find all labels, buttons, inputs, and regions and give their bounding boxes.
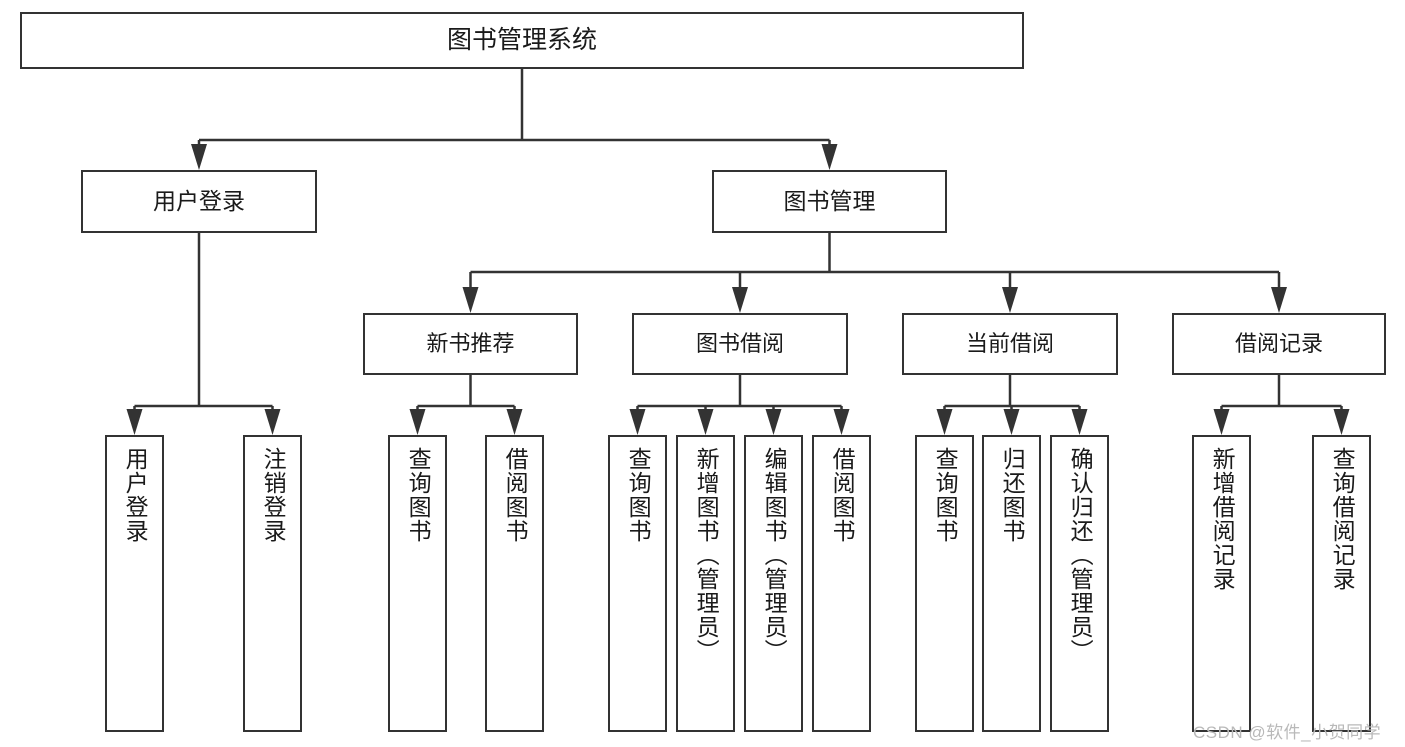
node-l-return-book[interactable]: 归还图书 bbox=[982, 435, 1041, 732]
node-label: 图书管理 bbox=[783, 187, 876, 214]
arrowhead-icon-l_add_book bbox=[697, 409, 714, 435]
arrowhead-icon-n_borrow_record bbox=[1271, 287, 1287, 313]
node-label: 查询借阅记录 bbox=[1329, 447, 1356, 591]
arrowhead-icon-l_add_record bbox=[1213, 409, 1230, 435]
arrowhead-icon-n_book_borrow bbox=[732, 287, 748, 313]
arrowhead-icon-l_confirm_return bbox=[1071, 409, 1088, 435]
arrowhead-icon-l_query_book_3 bbox=[936, 409, 953, 435]
arrowhead-icon-l_return_book bbox=[1003, 409, 1020, 435]
node-label: 借阅记录 bbox=[1234, 331, 1323, 357]
node-label: 注销登录 bbox=[260, 447, 287, 543]
node-label: 查询图书 bbox=[625, 447, 652, 543]
node-label: 图书借阅 bbox=[695, 331, 784, 357]
node-label: 图书管理系统 bbox=[446, 25, 597, 54]
arrowhead-icon-n_current_borrow bbox=[1002, 287, 1018, 313]
node-label: 当前借阅 bbox=[965, 331, 1054, 357]
node-root[interactable]: 图书管理系统 bbox=[20, 12, 1024, 69]
node-n-book-borrow[interactable]: 图书借阅 bbox=[632, 313, 848, 375]
node-l-add-record[interactable]: 新增借阅记录 bbox=[1192, 435, 1251, 732]
arrowhead-icon-n_book_mgmt bbox=[821, 144, 838, 170]
node-l-edit-book[interactable]: 编辑图书（管理员） bbox=[744, 435, 803, 732]
node-label: 借阅图书 bbox=[502, 447, 529, 543]
node-label: 用户登录 bbox=[122, 447, 149, 543]
node-l-query-book-3[interactable]: 查询图书 bbox=[915, 435, 974, 732]
node-label: 归还图书 bbox=[999, 447, 1026, 543]
arrowhead-icon-l_borrow_book_1 bbox=[506, 409, 523, 435]
node-label: 新增图书（管理员） bbox=[693, 447, 720, 663]
arrowhead-icon-l_logout bbox=[264, 409, 281, 435]
arrowhead-icon-n_new_book_rec bbox=[462, 287, 479, 313]
node-n-current-borrow[interactable]: 当前借阅 bbox=[902, 313, 1118, 375]
node-n-borrow-record[interactable]: 借阅记录 bbox=[1172, 313, 1386, 375]
node-label: 借阅图书 bbox=[829, 447, 856, 543]
arrowhead-icon-l_query_record bbox=[1333, 409, 1350, 435]
node-l-query-book-2[interactable]: 查询图书 bbox=[608, 435, 667, 732]
node-l-logout[interactable]: 注销登录 bbox=[243, 435, 302, 732]
node-label: 新书推荐 bbox=[426, 331, 515, 357]
node-label: 编辑图书（管理员） bbox=[761, 447, 788, 663]
arrowhead-icon-l_edit_book bbox=[765, 409, 782, 435]
node-l-user-login[interactable]: 用户登录 bbox=[105, 435, 164, 732]
arrowhead-icon-l_query_book_1 bbox=[409, 409, 426, 435]
arrowhead-icon-l_query_book_2 bbox=[629, 409, 646, 435]
node-n-user-login[interactable]: 用户登录 bbox=[81, 170, 317, 233]
node-l-borrow-book-1[interactable]: 借阅图书 bbox=[485, 435, 544, 732]
node-l-query-record[interactable]: 查询借阅记录 bbox=[1312, 435, 1371, 732]
csdn-watermark: CSDN @软件_小贺同学 bbox=[1193, 723, 1382, 742]
node-label: 确认归还（管理员） bbox=[1067, 447, 1094, 663]
arrowhead-icon-n_user_login bbox=[191, 144, 207, 170]
node-label: 查询图书 bbox=[932, 447, 959, 543]
node-label: 用户登录 bbox=[153, 187, 245, 214]
node-l-borrow-book-2[interactable]: 借阅图书 bbox=[812, 435, 871, 732]
arrowhead-icon-l_user_login bbox=[126, 409, 143, 435]
node-label: 查询图书 bbox=[405, 447, 432, 543]
node-l-query-book-1[interactable]: 查询图书 bbox=[388, 435, 447, 732]
node-l-add-book[interactable]: 新增图书（管理员） bbox=[676, 435, 735, 732]
node-n-new-book-rec[interactable]: 新书推荐 bbox=[363, 313, 578, 375]
node-l-confirm-return[interactable]: 确认归还（管理员） bbox=[1050, 435, 1109, 732]
arrowhead-icon-l_borrow_book_2 bbox=[833, 409, 850, 435]
node-n-book-mgmt[interactable]: 图书管理 bbox=[712, 170, 947, 233]
node-label: 新增借阅记录 bbox=[1209, 447, 1236, 591]
